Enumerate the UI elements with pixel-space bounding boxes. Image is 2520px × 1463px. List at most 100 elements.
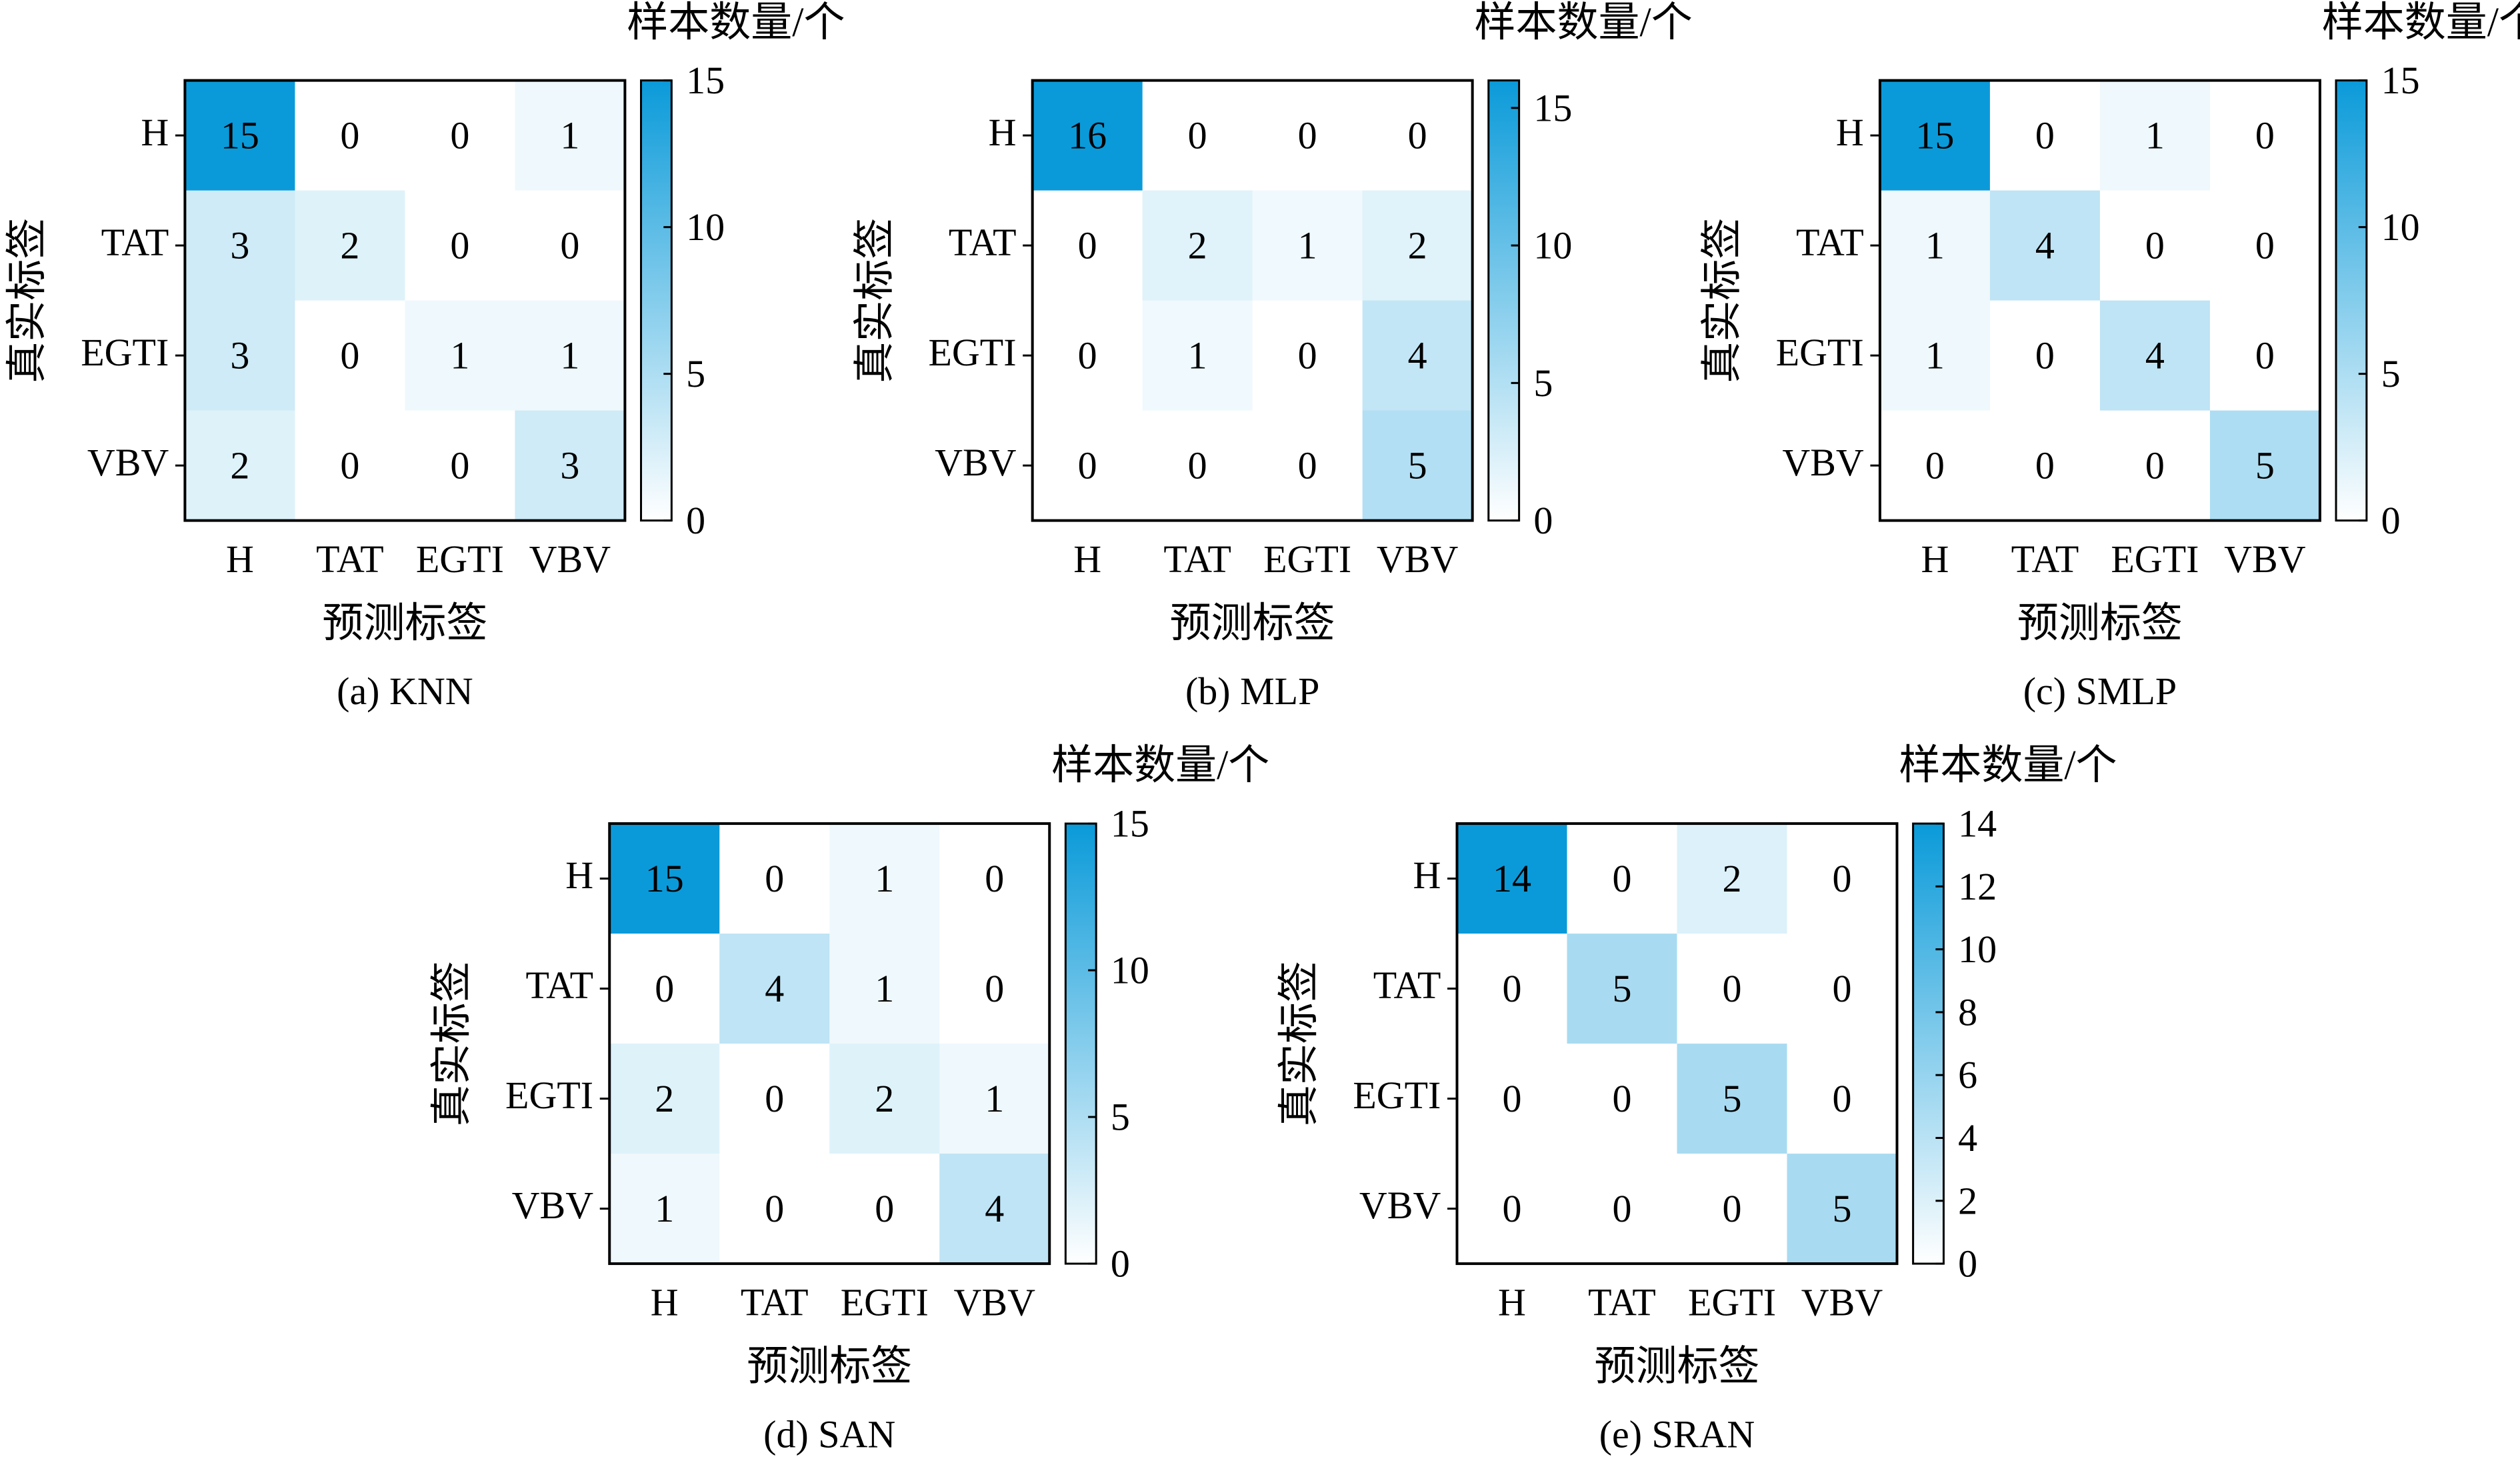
cell-value-r3-c3: 4 <box>985 1187 1004 1230</box>
heatmap-cell-r1-c2 <box>2099 190 2211 301</box>
heatmap-cell-r2-c2 <box>829 1044 940 1154</box>
heatmap-cell-r1-c3 <box>515 190 626 301</box>
x-tick-label-0: H <box>226 537 254 581</box>
heatmap-cell-r3-c0 <box>1879 410 1991 521</box>
colorbar-tick-label-5: 10 <box>1958 928 1997 971</box>
cell-value-r1-c2: 1 <box>1298 224 1317 267</box>
y-tick-label-2: EGTI <box>505 1074 593 1117</box>
cell-value-r2-c0: 2 <box>655 1077 674 1120</box>
cell-value-r1-c1: 4 <box>2035 224 2055 267</box>
y-tick-label-3: VBV <box>935 441 1017 484</box>
y-axis-title: 真实标签 <box>852 218 897 383</box>
heatmap-cell-r0-c2 <box>1677 824 1788 934</box>
cell-value-r1-c1: 5 <box>1612 967 1631 1010</box>
cell-value-r2-c0: 0 <box>1078 334 1097 377</box>
x-tick-label-1: TAT <box>1588 1280 1656 1324</box>
heatmap-cell-r1-c2 <box>1677 934 1788 1044</box>
colorbar-tick-label-0: 0 <box>1958 1242 1977 1286</box>
cell-value-r2-c2: 0 <box>1298 334 1317 377</box>
cell-value-r1-c2: 0 <box>1722 967 1741 1010</box>
cell-value-r0-c2: 1 <box>875 857 894 900</box>
y-tick-label-2: EGTI <box>1353 1074 1441 1117</box>
cell-value-r0-c3: 1 <box>560 114 579 157</box>
cell-value-r3-c3: 5 <box>1832 1187 1851 1230</box>
x-tick-label-1: TAT <box>1163 537 1231 581</box>
y-tick-label-3: VBV <box>87 441 169 484</box>
cell-value-r1-c0: 0 <box>1503 967 1522 1010</box>
y-tick-label-2: EGTI <box>81 331 169 374</box>
heatmap-cell-r1-c0 <box>609 934 720 1044</box>
heatmap-cell-r3-c1 <box>1567 1154 1678 1264</box>
heatmap-cell-r0-c1 <box>1989 80 2101 191</box>
cell-value-r3-c1: 0 <box>2035 444 2055 487</box>
heatmap-cell-r2-c3 <box>515 300 626 411</box>
x-tick-label-3: VBV <box>954 1280 1036 1324</box>
heatmap-cell-r0-c2 <box>405 80 516 191</box>
heatmap-cell-r3-c3 <box>1362 410 1473 521</box>
heatmap-cell-r0-c3 <box>1787 824 1898 934</box>
x-axis-title: 预测标签 <box>1170 601 1335 646</box>
cell-value-r3-c0: 0 <box>1078 444 1097 487</box>
heatmap-cell-r1-c1 <box>1142 190 1253 301</box>
heatmap-cell-r2-c0 <box>1032 300 1143 411</box>
heatmap-cell-r1-c2 <box>405 190 516 301</box>
cell-value-r1-c0: 3 <box>230 224 249 267</box>
heatmap-cell-r3-c1 <box>719 1154 830 1264</box>
heatmap-cell-r3-c0 <box>1032 410 1143 521</box>
heatmap-cell-r3-c2 <box>405 410 516 521</box>
colorbar-title: 样本数量/个 <box>1051 743 1269 788</box>
colorbar-tick-label-1: 5 <box>1111 1096 1130 1139</box>
cell-value-r2-c0: 1 <box>1925 334 1945 377</box>
colorbar-tick-label-0: 0 <box>1533 499 1553 542</box>
plot-frame <box>1031 79 1474 522</box>
colorbar-title: 样本数量/个 <box>1474 0 1692 45</box>
heatmap-cell-r0-c2 <box>1252 80 1363 191</box>
colorbar-tick-label-4: 8 <box>1958 990 1977 1034</box>
heatmap-cell-r0-c0 <box>1457 824 1568 934</box>
cell-value-r1-c3: 0 <box>560 224 579 267</box>
y-tick-label-2: EGTI <box>1776 331 1864 374</box>
x-axis-title: 预测标签 <box>322 601 487 646</box>
colorbar-tick-label-1: 5 <box>2381 352 2401 395</box>
plot-frame <box>183 79 627 522</box>
cell-value-r2-c2: 4 <box>2145 334 2165 377</box>
y-tick-label-0: H <box>141 111 169 154</box>
cell-value-r2-c2: 2 <box>875 1077 894 1120</box>
cell-value-r3-c1: 0 <box>1612 1187 1631 1230</box>
heatmap-cell-r0-c0 <box>1032 80 1143 191</box>
x-axis-title: 预测标签 <box>1594 1344 1759 1389</box>
cell-value-r1-c2: 1 <box>875 967 894 1010</box>
heatmap-cell-r0-c1 <box>1567 824 1678 934</box>
plot-frame <box>1878 79 2321 522</box>
heatmap-cell-r2-c2 <box>2099 300 2211 411</box>
x-tick-label-3: VBV <box>1801 1280 1883 1324</box>
x-tick-label-1: TAT <box>741 1280 809 1324</box>
heatmap-cell-r0-c3 <box>515 80 626 191</box>
y-tick-label-3: VBV <box>1782 441 1864 484</box>
heatmap-cell-r3-c2 <box>829 1154 940 1264</box>
cell-value-r0-c1: 0 <box>1612 857 1631 900</box>
cell-value-r0-c1: 0 <box>340 114 359 157</box>
x-tick-label-3: VBV <box>2224 537 2306 581</box>
heatmap-cell-r2-c1 <box>295 300 406 411</box>
x-axis-title: 预测标签 <box>747 1344 912 1389</box>
heatmap-cell-r0-c2 <box>2099 80 2211 191</box>
heatmap-cell-r1-c3 <box>1787 934 1898 1044</box>
heatmap-cell-r0-c2 <box>829 824 940 934</box>
x-tick-label-0: H <box>1921 537 1949 581</box>
colorbar <box>1064 822 1097 1265</box>
colorbar-tick-label-0: 0 <box>1111 1242 1130 1286</box>
cell-value-r2-c3: 0 <box>1832 1077 1851 1120</box>
heatmap-cell-r2-c3 <box>1362 300 1473 411</box>
colorbar-tick-label-1: 2 <box>1958 1179 1977 1222</box>
colorbar-tick-label-0: 0 <box>686 499 705 542</box>
cell-value-r1-c0: 0 <box>655 967 674 1010</box>
x-tick-label-2: EGTI <box>1263 537 1351 581</box>
colorbar-tick-label-1: 5 <box>1533 361 1553 405</box>
cell-value-r1-c3: 0 <box>985 967 1004 1010</box>
y-axis-title: 真实标签 <box>429 961 475 1126</box>
y-tick-label-0: H <box>1413 854 1441 897</box>
cell-value-r0-c3: 0 <box>1832 857 1851 900</box>
cell-value-r0-c0: 15 <box>1915 114 1954 157</box>
